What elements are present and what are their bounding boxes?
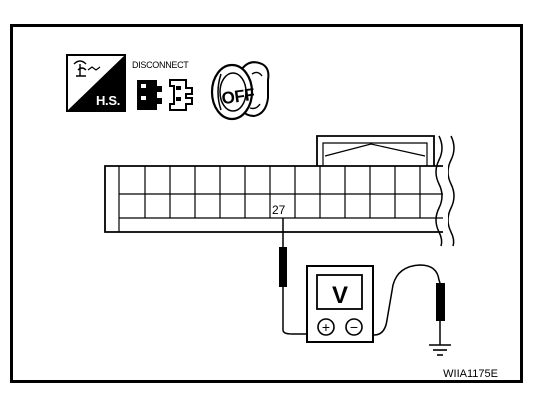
ground-icon — [429, 344, 451, 356]
positive-terminal-symbol: + — [322, 319, 330, 335]
terminal-grid — [119, 166, 443, 219]
ignition-off-label: OFF — [220, 85, 255, 108]
voltmeter: V + − — [306, 265, 374, 343]
positive-terminal — [317, 318, 335, 336]
ignition-off-icon: OFF — [210, 61, 270, 121]
hs-label: H.S. — [96, 93, 120, 108]
positive-probe — [279, 218, 313, 335]
cut-marks — [435, 135, 455, 247]
figure-code: WIIA1175E — [443, 368, 498, 380]
harness-side-icon: H.S. — [66, 54, 126, 112]
terminal-27-label: 27 — [272, 203, 286, 217]
disconnect-icon: DISCONNECT — [132, 60, 193, 111]
negative-lead — [353, 264, 445, 345]
negative-terminal — [345, 318, 363, 336]
disconnect-label: DISCONNECT — [132, 60, 189, 70]
negative-terminal-symbol: − — [350, 319, 358, 335]
harness-connector: 27 — [104, 135, 455, 249]
voltmeter-display-label: V — [332, 282, 348, 309]
